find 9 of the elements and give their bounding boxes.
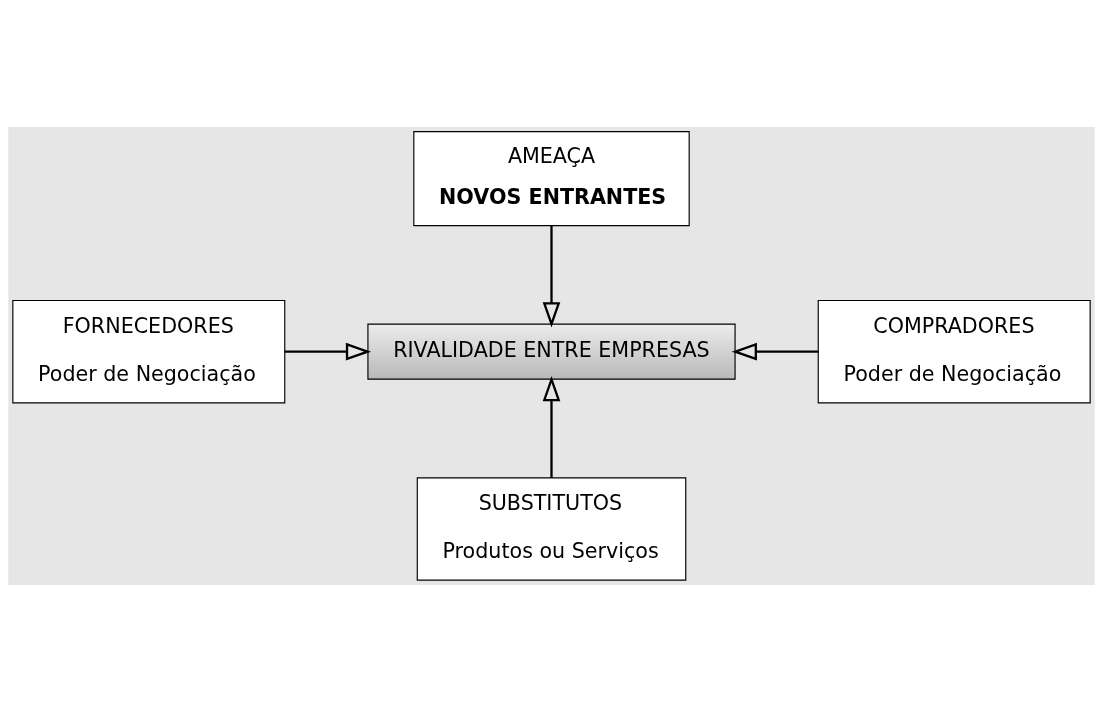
node-box: COMPRADORES Poder de Negociação [817,299,1091,404]
arrow [542,375,561,478]
arrow [731,342,819,361]
arrow [542,226,561,328]
node-box: SUBSTITUTOS Produtos ou Serviços [416,477,687,581]
node-box: AMEAÇA NOVOS ENTRANTES [413,131,690,227]
arrow [284,342,372,361]
node-box: FORNECEDORES Poder de Negociação [12,299,286,404]
node-box: RIVALIDADE ENTRE EMPRESAS [367,323,736,380]
